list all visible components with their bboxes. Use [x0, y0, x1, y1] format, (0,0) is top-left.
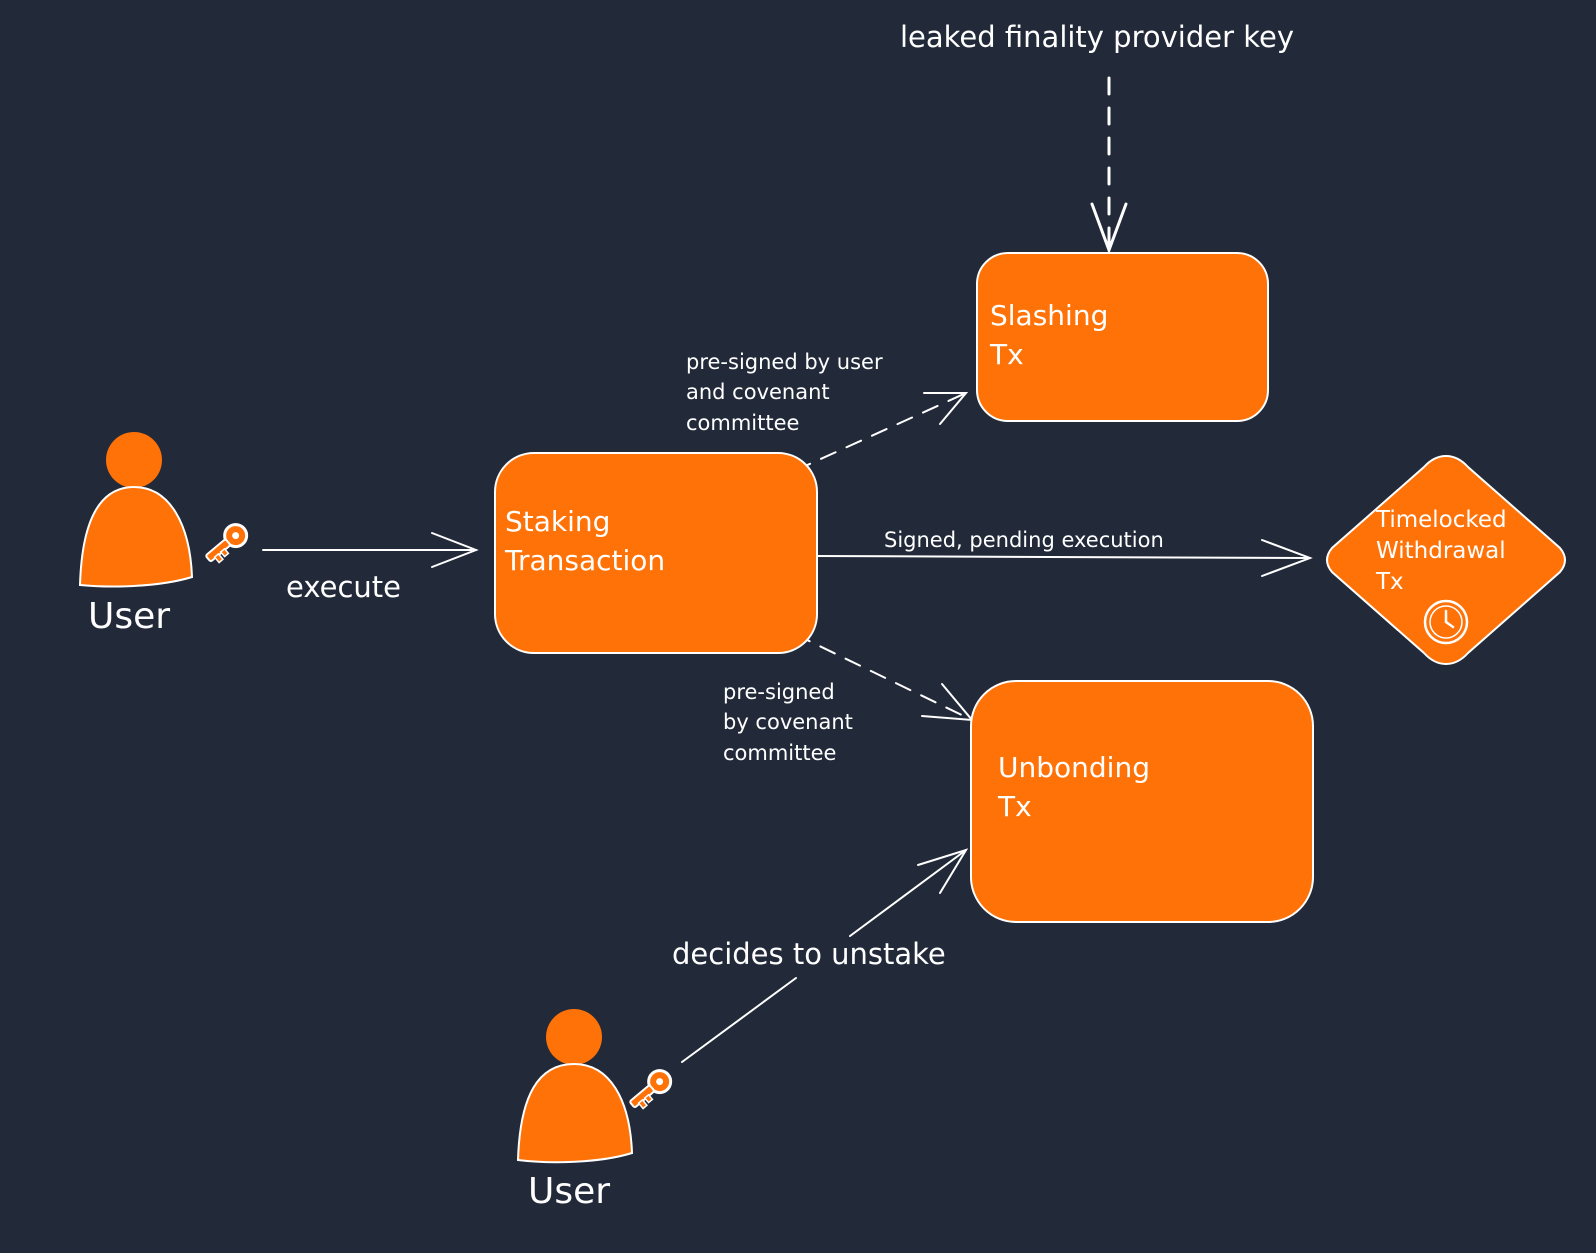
- edge-label-leaked-key: leaked finality provider key: [900, 20, 1294, 54]
- clock-icon: [1423, 599, 1469, 645]
- slashing-tx-node[interactable]: [976, 252, 1269, 422]
- arrow-leaked-key: [1090, 76, 1128, 255]
- edge-label-decides-unstake: decides to unstake: [672, 937, 946, 971]
- edge-label-signed-pending: Signed, pending execution: [884, 528, 1164, 552]
- user-top-figure: [78, 432, 194, 588]
- user-bottom-figure: [516, 1009, 634, 1164]
- user-bottom-label: User: [528, 1171, 611, 1212]
- timelocked-withdrawal-label: Timelocked Withdrawal Tx: [1376, 507, 1507, 596]
- edge-label-execute: execute: [286, 570, 401, 604]
- arrow-decides-unstake: [681, 848, 969, 1063]
- timelocked-withdrawal-node[interactable]: [1318, 450, 1574, 670]
- unbonding-tx-node[interactable]: [970, 680, 1314, 923]
- slashing-tx-label: Slashing Tx: [990, 299, 1109, 372]
- edge-label-presigned-covenant: pre-signed by covenant committee: [723, 680, 853, 765]
- key-icon: [629, 1069, 673, 1110]
- unbonding-tx-label: Unbonding Tx: [998, 751, 1150, 824]
- arrow-execute: [262, 532, 479, 568]
- arrow-to-timelocked: [813, 539, 1313, 577]
- user-top-label: User: [88, 596, 171, 637]
- edge-label-presigned-user: pre-signed by user and covenant committe…: [686, 350, 883, 435]
- staking-transaction-label: Staking Transaction: [505, 505, 666, 578]
- key-icon: [205, 523, 249, 564]
- staking-transaction-node[interactable]: [494, 452, 818, 654]
